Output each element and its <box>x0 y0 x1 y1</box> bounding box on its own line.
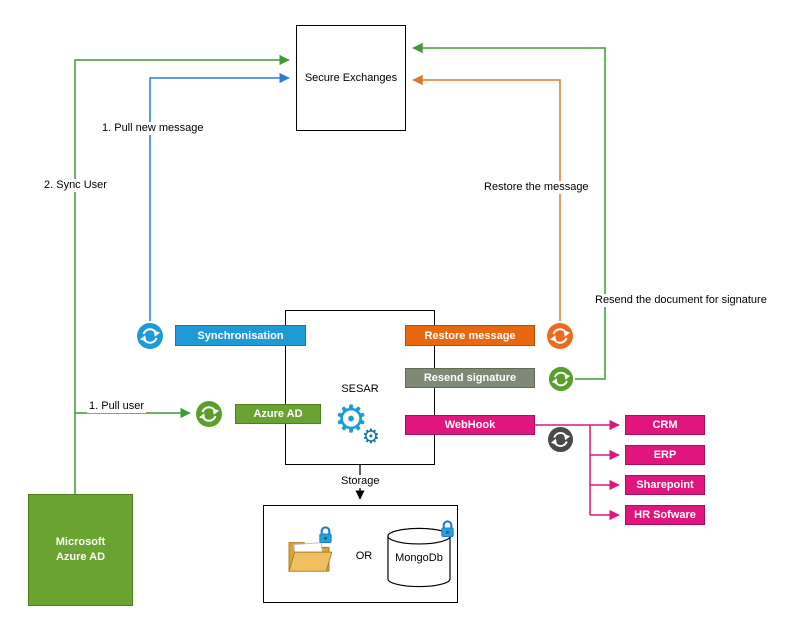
sesar-label: SESAR <box>341 383 379 395</box>
sync-icon-green-right <box>548 366 574 392</box>
mongodb-label: MongoDb <box>395 552 443 564</box>
edge-label-pull-user: 1. Pull user <box>87 400 147 413</box>
microsoft-azure-ad-line1: Microsoft <box>55 536 106 549</box>
node-microsoft-azure-ad: Microsoft Azure AD <box>28 494 133 606</box>
node-hr-software: HR Sofware <box>625 505 705 525</box>
node-secure-exchanges: Secure Exchanges <box>296 25 406 131</box>
mongodb-lock-icon <box>438 519 457 538</box>
sync-icon-blue <box>136 322 164 350</box>
sync-icon-dark <box>547 426 574 453</box>
node-resend-signature: Resend signature <box>405 368 535 388</box>
node-azure-ad: Azure AD <box>235 404 321 424</box>
node-webhook: WebHook <box>405 415 535 435</box>
gear-icon: ⚙ ⚙ <box>334 397 380 448</box>
node-erp: ERP <box>625 445 705 465</box>
edge-label-restore-the-message: Restore the message <box>482 181 591 194</box>
node-restore-message: Restore message <box>405 325 535 346</box>
edge-restore-message <box>412 74 561 321</box>
microsoft-azure-ad-line2: Azure AD <box>55 551 106 563</box>
node-crm: CRM <box>625 415 705 435</box>
node-synchronisation: Synchronisation <box>175 325 306 346</box>
edge-label-sync-user: 2. Sync User <box>42 179 109 192</box>
edge-label-storage: Storage <box>339 475 382 488</box>
sync-icon-orange <box>546 322 574 350</box>
edge-label-pull-new-message: 1. Pull new message <box>100 122 206 135</box>
node-sharepoint: Sharepoint <box>625 475 705 495</box>
edge-pull-new-message <box>149 72 290 321</box>
folder-lock-icon <box>316 525 335 544</box>
or-label: OR <box>355 550 373 562</box>
edge-label-resend-document: Resend the document for signature <box>593 294 769 307</box>
sync-icon-green-left <box>195 400 223 428</box>
